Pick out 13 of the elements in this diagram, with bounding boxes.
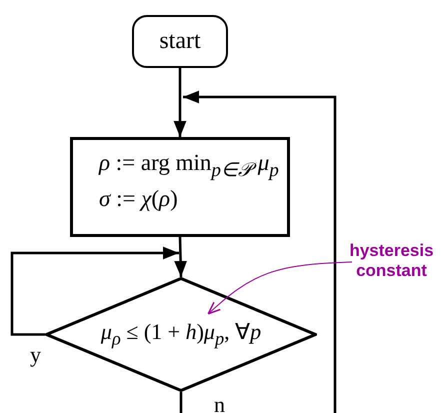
arrow [174, 236, 187, 278]
arrow [183, 90, 336, 413]
decision-diamond [45, 277, 317, 392]
formula: σ := χ(ρ) [99, 186, 178, 212]
annotation-label: hysteresis constant [348, 240, 435, 282]
start-terminal [132, 15, 228, 68]
condition-formula: μ$_{ρ}$ ≤ (1 + h)μ$_{p}$, ∀p [100, 319, 262, 350]
formula: ρ := arg min$_{p∈𝒫}$ μ$_{p}$ [99, 150, 280, 182]
start-label: start [159, 28, 201, 55]
leader-line [207, 262, 352, 315]
arrow [174, 68, 186, 137]
process-box [70, 137, 290, 237]
arrow [10, 246, 179, 336]
